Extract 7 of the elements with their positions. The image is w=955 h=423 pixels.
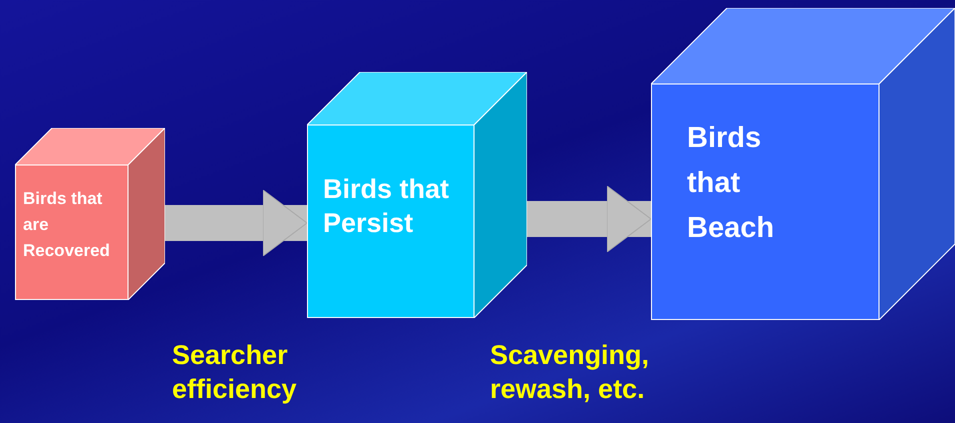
node-label: Birds that Persist	[323, 173, 450, 240]
node-label: Birds that are Recovered	[23, 188, 111, 262]
node-label: Birds that Beach	[687, 121, 776, 246]
block-arrow	[527, 186, 652, 252]
annotation-text: Searcher efficiency	[172, 339, 298, 406]
block-arrow	[165, 190, 308, 256]
annotation-text: Scavenging, rewash, etc.	[490, 339, 650, 406]
